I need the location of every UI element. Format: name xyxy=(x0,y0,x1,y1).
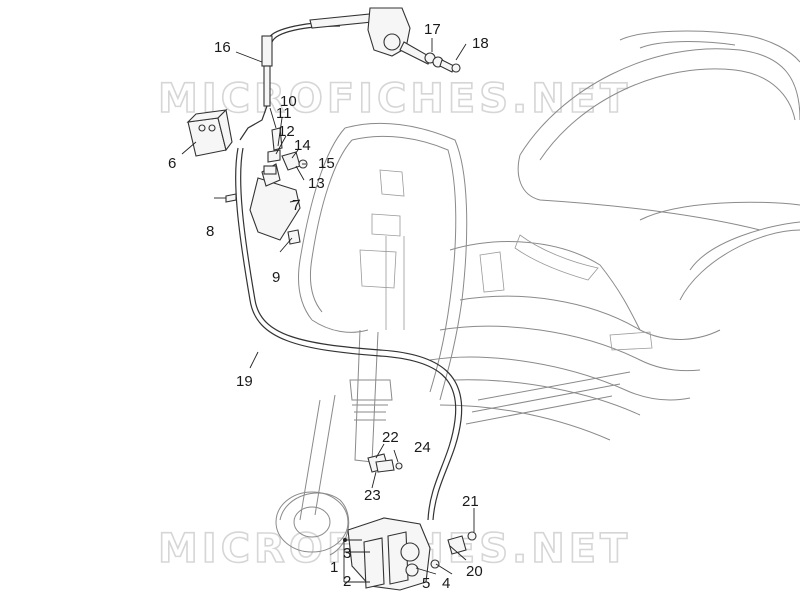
callout-20: 20 xyxy=(466,563,483,580)
callout-14: 14 xyxy=(294,137,311,154)
callout-15: 15 xyxy=(318,155,335,172)
callout-4: 4 xyxy=(442,575,450,592)
callout-22: 22 xyxy=(382,429,399,446)
brake-caliper xyxy=(347,517,477,591)
banjo-washers xyxy=(424,52,461,73)
scooter-body-outline xyxy=(275,30,800,556)
abs-unit xyxy=(186,108,233,157)
callout-18: 18 xyxy=(472,35,489,52)
callout-7: 7 xyxy=(292,197,300,214)
callout-8: 8 xyxy=(206,223,214,240)
svg-text:MICROFICHES.NET: MICROFICHES.NET xyxy=(158,76,631,122)
callout-24: 24 xyxy=(414,439,431,456)
callout-labels: 16 17 18 10 11 12 14 15 13 6 7 8 9 19 22… xyxy=(168,21,489,592)
master-cylinder xyxy=(309,7,433,65)
callout-12: 12 xyxy=(278,123,295,140)
callout-11: 11 xyxy=(276,105,292,122)
callout-17: 17 xyxy=(424,21,441,38)
callout-23: 23 xyxy=(364,487,381,504)
abs-bracket xyxy=(249,163,301,241)
brake-hose xyxy=(235,147,463,521)
callout-3: 3 xyxy=(343,545,351,562)
callout-2: 2 xyxy=(343,573,351,590)
callout-10: 10 xyxy=(280,93,297,110)
hose-clips xyxy=(367,453,403,473)
callout-dot xyxy=(343,538,347,542)
callout-6: 6 xyxy=(168,155,176,172)
callout-16: 16 xyxy=(214,39,231,56)
callout-19: 19 xyxy=(236,373,253,390)
small-fittings xyxy=(225,127,308,245)
watermark-top: MICROFICHES.NET xyxy=(157,75,631,123)
callout-5: 5 xyxy=(422,575,430,592)
callout-21: 21 xyxy=(462,493,479,510)
callout-1: 1 xyxy=(330,559,338,576)
callout-9: 9 xyxy=(272,269,280,286)
callout-13: 13 xyxy=(308,175,325,192)
